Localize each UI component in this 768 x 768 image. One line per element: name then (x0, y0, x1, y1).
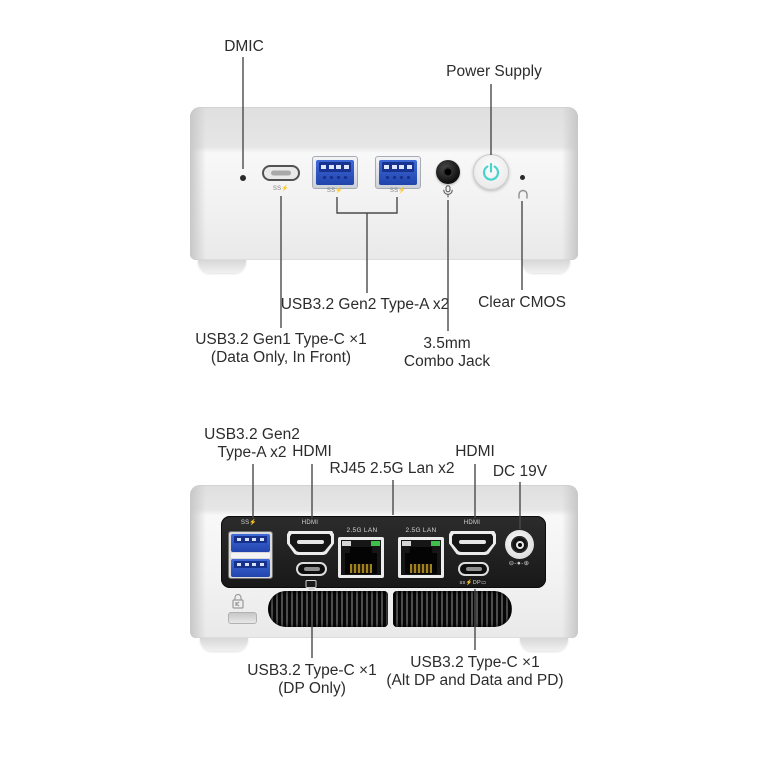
dc-power-port (505, 530, 534, 559)
rear-right-edge (562, 485, 578, 638)
dmic-hole (240, 175, 246, 181)
lan-led-left (402, 541, 411, 546)
usb-a-front-port-2 (375, 156, 421, 189)
callout-dc: DC 19V (492, 463, 548, 480)
power-icon (482, 162, 500, 181)
hdmi-port-right (449, 531, 496, 555)
hdmi-marking-right: HDMI (463, 520, 481, 526)
callout-combo-jack: 3.5mm Combo Jack (403, 335, 491, 370)
kensington-lock-icon (231, 593, 246, 615)
lan-led-green (431, 541, 440, 546)
dc-polarity-marking: ⊖-●-⊕ (508, 560, 530, 567)
callout-lan: RJ45 2.5G Lan x2 (329, 460, 455, 477)
hdmi-port-left (287, 531, 334, 555)
power-button (473, 154, 509, 190)
front-left-edge (190, 107, 206, 260)
lan-led-left (342, 541, 351, 546)
vent-grille-right (393, 591, 512, 627)
vent-grille-left (268, 591, 388, 627)
callout-power-supply: Power Supply (446, 63, 542, 80)
usb-a-rear-port-2 (231, 559, 270, 577)
callout-usb-a-front: USB3.2 Gen2 Type-A x2 (280, 296, 450, 313)
callout-usb-c-alt: USB3.2 Type-C ×1 (Alt DP and Data and PD… (386, 654, 564, 689)
lan-pins (410, 564, 432, 573)
callout-hdmi-left: HDMI (292, 443, 332, 460)
rear-left-edge (190, 485, 206, 638)
superspeed-marking: SS⚡ (272, 186, 290, 192)
callout-usb-c-dp: USB3.2 Type-C ×1 (DP Only) (247, 662, 377, 697)
usb-a-front-port-1 (312, 156, 358, 189)
usb-a-contact-tab (382, 162, 414, 172)
clear-cmos-hole (520, 175, 525, 180)
lan-port-2 (398, 537, 444, 578)
lan-marking-right: 2.5G LAN (405, 527, 437, 534)
usb-c-dp-port (296, 562, 327, 576)
front-right-edge (562, 107, 578, 260)
lan-marking-left: 2.5G LAN (346, 527, 378, 534)
display-icon (305, 580, 317, 588)
superspeed-marking: SS⚡ (389, 188, 407, 194)
kensington-slot (228, 612, 257, 624)
callout-clear-cmos: Clear CMOS (478, 294, 566, 311)
usb-c-front-port (262, 165, 300, 181)
callout-usb-c-front: USB3.2 Gen1 Type-C ×1 (Data Only, In Fro… (195, 331, 367, 366)
superspeed-marking: SS⚡ (240, 520, 258, 526)
hdmi-marking-left: HDMI (301, 520, 319, 526)
usb-a-rear-stack (228, 531, 273, 579)
callout-usb-a-rear: USB3.2 Gen2 Type-A x2 (204, 426, 300, 461)
combo-jack-port (436, 160, 460, 184)
microphone-icon (442, 185, 454, 203)
lan-pins (350, 564, 372, 573)
usb-a-rear-port-1 (231, 534, 270, 552)
lan-led-green (371, 541, 380, 546)
callout-dmic: DMIC (224, 38, 264, 55)
superspeed-marking: SS⚡ (326, 188, 344, 194)
callout-hdmi-right: HDMI (455, 443, 495, 460)
reset-pin-icon (517, 186, 529, 204)
usb-a-contact-tab (319, 162, 351, 172)
usb-c-alt-port (458, 562, 489, 576)
usb-c-alt-marking: ss⚡DP▭ (459, 580, 487, 586)
lan-port-1 (338, 537, 384, 578)
